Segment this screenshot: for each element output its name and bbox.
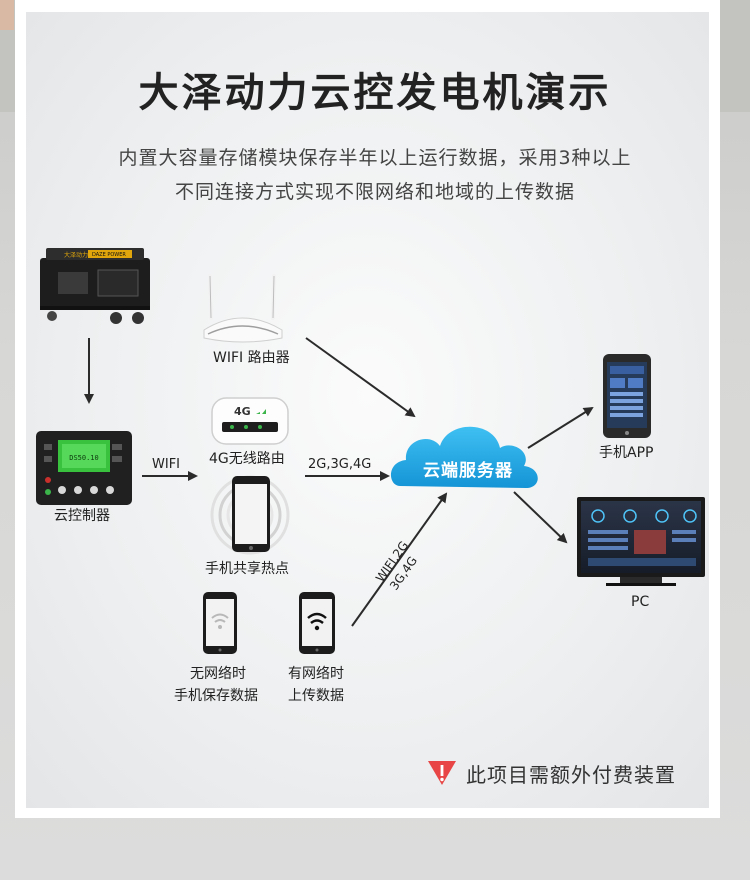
offline-phone-label-2: 手机保存数据 [174, 688, 258, 704]
phone-hotspot-icon [210, 475, 290, 555]
phone-app-icon [603, 354, 651, 438]
hotspot-label: 手机共享热点 [205, 561, 289, 577]
cloud-icon [390, 426, 538, 488]
controller-link-label: WIFI [152, 457, 180, 472]
router-icon [203, 274, 283, 343]
backdrop-skin [0, 0, 14, 30]
arrow-router-to-cloud [305, 337, 416, 418]
controller-icon: DS50.10 [36, 431, 132, 505]
offline-phone-label-1: 无网络时 [190, 666, 246, 682]
online-phone-label-1: 有网络时 [288, 666, 344, 682]
mobile-router-label: 4G无线路由 [209, 451, 285, 467]
page-title: 大泽动力云控发电机演示 [138, 70, 612, 116]
generator-brand: 大泽动力 [64, 251, 88, 259]
wifi-off-phone-icon [203, 592, 237, 654]
warning-triangle-icon [428, 761, 456, 785]
controller-screen-text: DS50.10 [69, 454, 99, 462]
monitor-icon [577, 497, 705, 586]
generator-brand-en: DAZE POWER [92, 252, 126, 258]
diagram-panel [26, 12, 709, 808]
generator-icon: 大泽动力 DAZE POWER [40, 248, 150, 324]
controller-label: 云控制器 [54, 508, 110, 524]
mobile-router-badge: 4G [234, 405, 251, 418]
extra-fee-notice: 此项目需额外付费装置 [426, 758, 676, 788]
arrows [84, 337, 594, 627]
mobile-router-icon: 4G [211, 397, 289, 445]
arrow-cloud-to-app [527, 406, 594, 449]
subtitle-line-2: 不同连接方式实现不限网络和地域的上传数据 [174, 181, 575, 203]
network-link-label: 2G,3G,4G [308, 457, 372, 472]
wifi-on-phone-icon [299, 592, 335, 654]
pc-label: PC [631, 594, 650, 610]
online-phone-label-2: 上传数据 [288, 688, 344, 704]
arrow-phone-to-cloud [351, 492, 448, 627]
arrow-cloud-to-pc [513, 491, 568, 544]
cloud-server-label: 云端服务器 [423, 461, 513, 481]
router-label: WIFI 路由器 [213, 350, 290, 366]
subtitle-line-1: 内置大容量存储模块保存半年以上运行数据，采用3种以上 [118, 147, 632, 169]
app-label: 手机APP [599, 445, 654, 461]
notice-text: 此项目需额外付费装置 [466, 762, 676, 787]
